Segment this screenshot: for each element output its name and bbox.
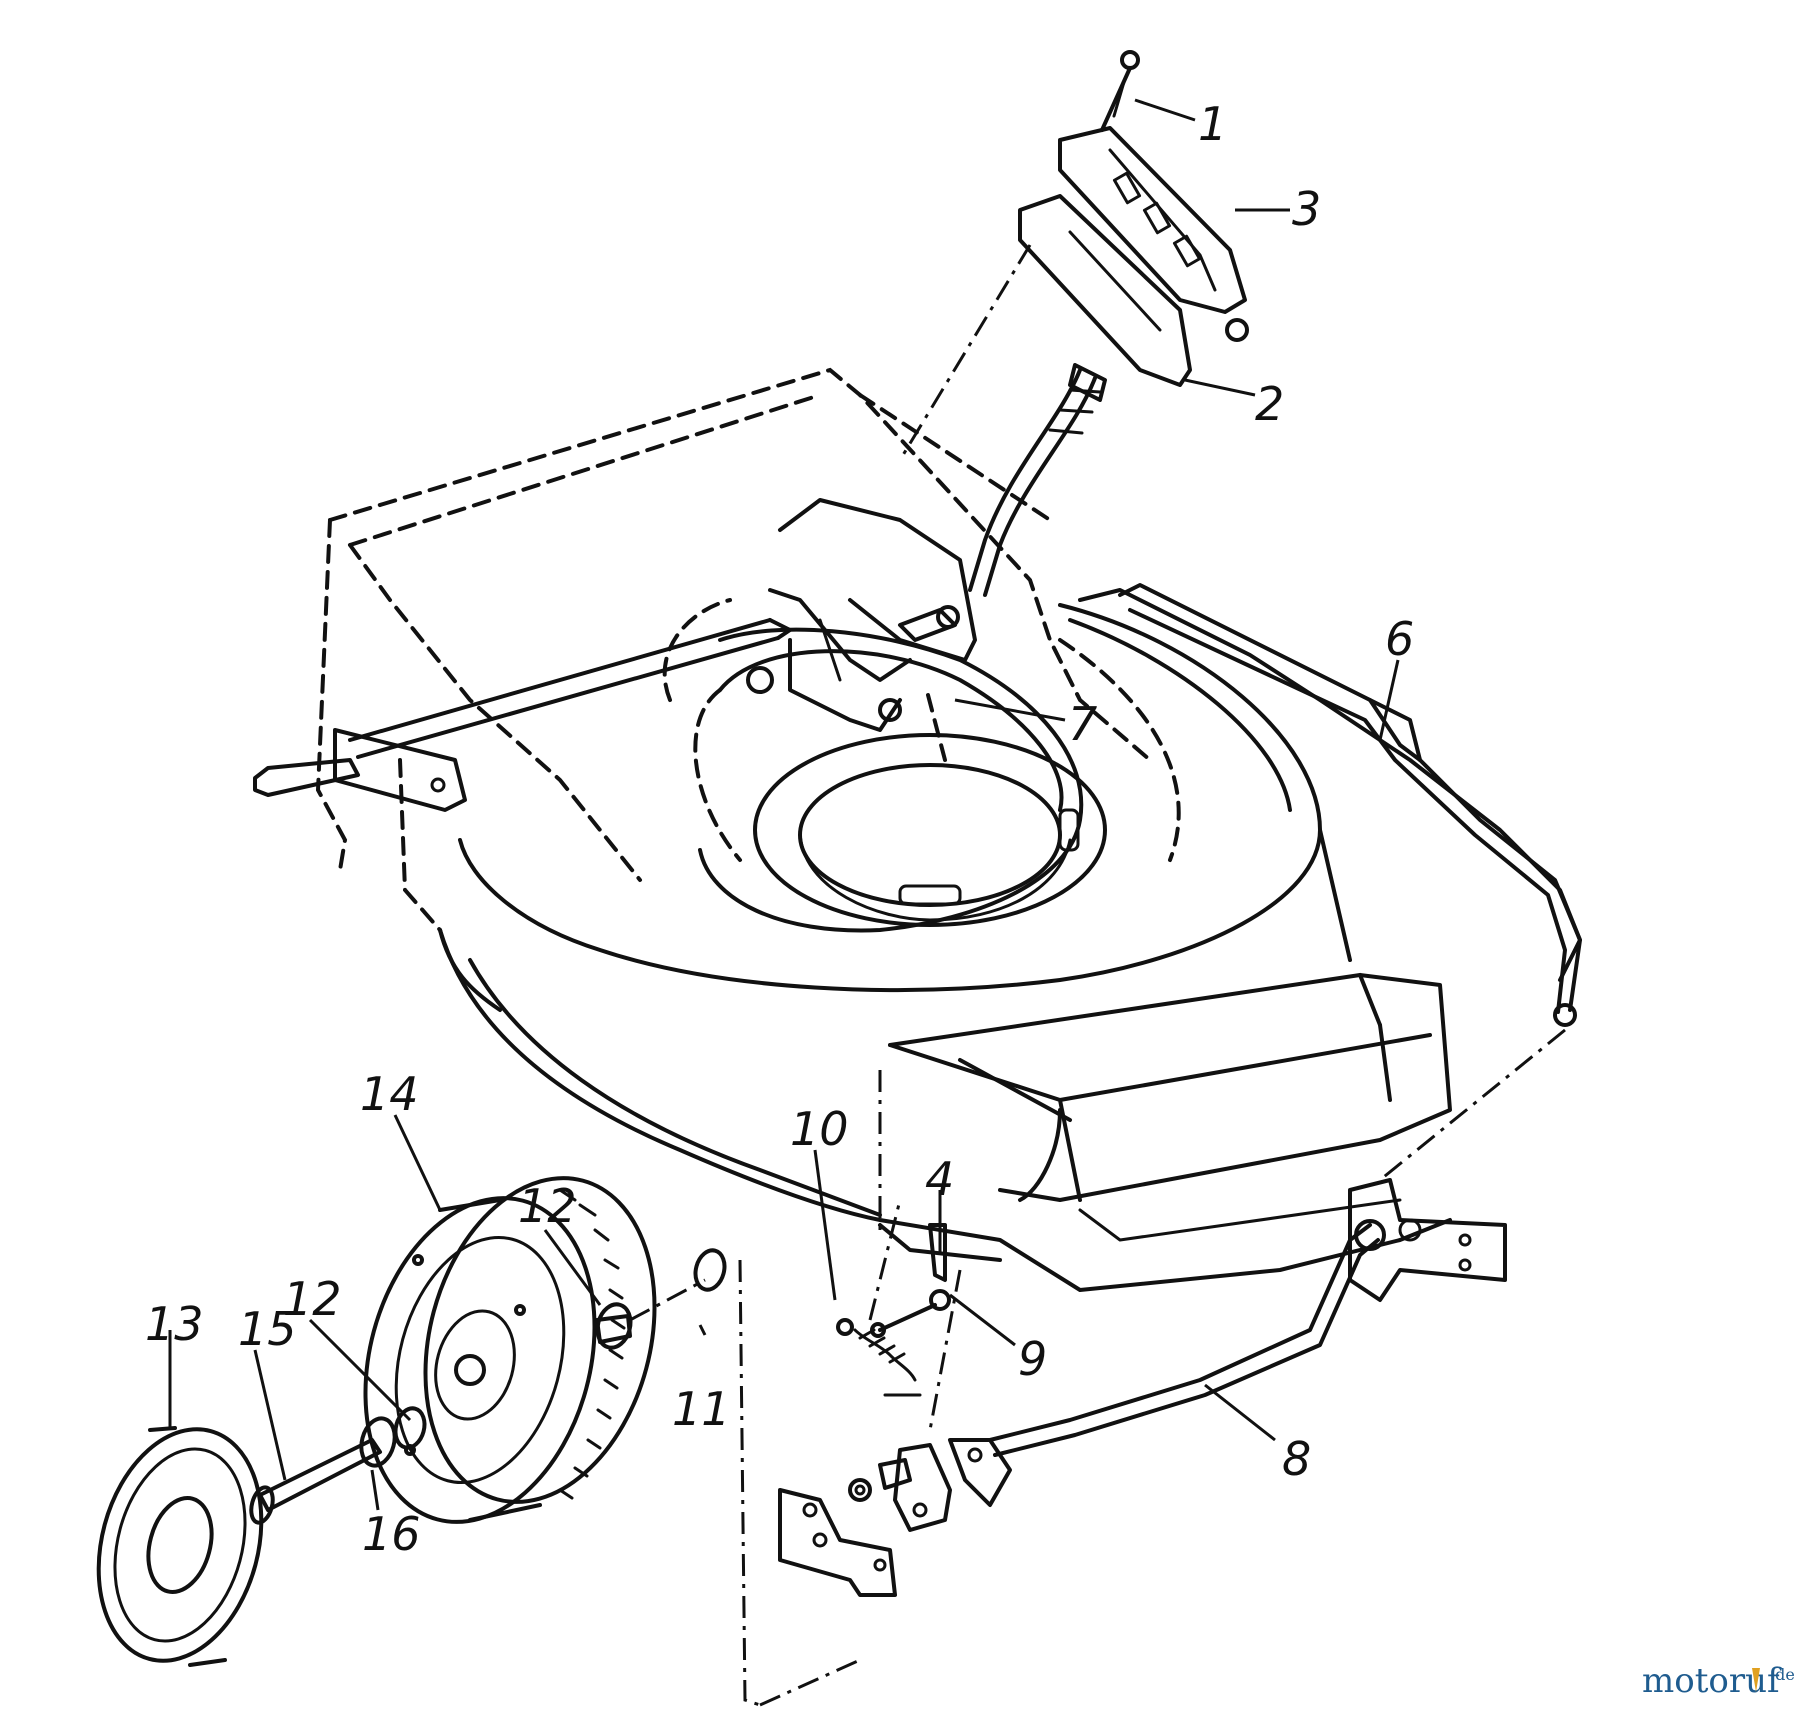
watermark-accent-mark <box>1752 1668 1760 1692</box>
callout-10: 10 <box>790 1102 849 1156</box>
callout-16: 16 <box>362 1507 421 1561</box>
callout-12-upper: 12 <box>518 1179 577 1233</box>
height-adjust-lever <box>746 363 1107 762</box>
rear-height-link <box>738 1028 1566 1707</box>
callout-13: 13 <box>145 1297 204 1351</box>
callout-3: 3 <box>1292 182 1321 236</box>
callout-4: 4 <box>925 1152 954 1206</box>
rear-axle-rod <box>1118 583 1582 1027</box>
handle-bracket-assembly <box>898 50 1249 461</box>
front-axle-rod <box>253 618 792 812</box>
callout-labels: 1 2 3 4 6 7 8 9 10 11 12 12 13 14 15 16 <box>145 97 1414 1561</box>
mower-deck <box>438 588 1582 1292</box>
callout-15: 15 <box>238 1302 297 1356</box>
watermark-brand-text: motoruf <box>1642 1661 1782 1701</box>
callout-14: 14 <box>360 1067 419 1121</box>
callout-8: 8 <box>1282 1432 1311 1486</box>
callout-1: 1 <box>1198 97 1227 151</box>
callout-leaders <box>168 98 1400 1511</box>
rear-wheel <box>363 1176 657 1524</box>
watermark-logo: motoruf .de <box>1642 1661 1795 1701</box>
callout-9: 9 <box>1018 1332 1047 1386</box>
callout-11: 11 <box>672 1382 731 1436</box>
grass-catcher-outline <box>315 367 1152 932</box>
watermark-tld-text: .de <box>1770 1665 1795 1684</box>
callout-6: 6 <box>1385 612 1414 666</box>
callout-12-lower: 12 <box>283 1272 342 1326</box>
axle-bolt <box>249 1248 727 1525</box>
callout-2: 2 <box>1255 377 1284 431</box>
hubcap <box>96 1426 264 1667</box>
callout-7: 7 <box>1068 697 1097 751</box>
spring <box>836 1223 951 1397</box>
